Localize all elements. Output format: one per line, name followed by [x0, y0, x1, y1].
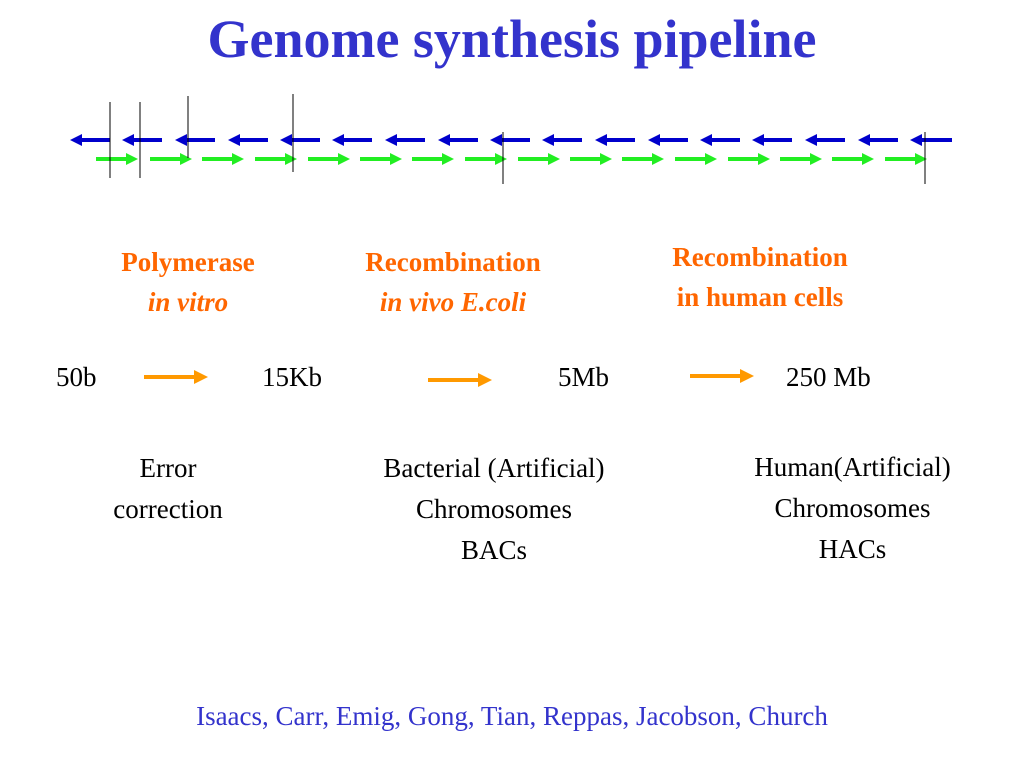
- description-line: Bacterial (Artificial): [383, 453, 605, 483]
- description-line: Chromosomes: [415, 494, 572, 524]
- size-5mb: 5Mb: [558, 362, 610, 392]
- description-line: BACs: [460, 535, 528, 565]
- size-250mb: 250 Mb: [786, 362, 871, 392]
- description-line: correction: [113, 494, 223, 524]
- stage-polymerase: Polymerase in vitro: [88, 242, 288, 322]
- forward-oligo-arrow: [780, 153, 822, 165]
- reverse-oligo-arrow: [385, 134, 425, 146]
- right-arrow-icon: [144, 370, 208, 384]
- description-bacs: Bacterial (Artificial) Chromosomes BACs: [334, 448, 654, 571]
- stage-sublabel: in human cells: [676, 282, 844, 312]
- stage-recombination-human: Recombination in human cells: [640, 237, 880, 317]
- reverse-oligo-arrow: [438, 134, 478, 146]
- description-line: Chromosomes: [774, 493, 931, 523]
- right-arrow-icon: [428, 373, 492, 387]
- reverse-oligo-arrow: [805, 134, 845, 146]
- forward-oligo-arrow: [308, 153, 350, 165]
- reverse-oligo-arrow: [910, 134, 952, 146]
- reverse-oligo-arrow: [648, 134, 688, 146]
- forward-oligo-arrow: [412, 153, 454, 165]
- stage-sublabel: in vitro: [147, 287, 229, 317]
- description-line: Error: [139, 453, 197, 483]
- forward-oligo-arrow: [360, 153, 402, 165]
- reverse-oligo-arrow: [175, 134, 215, 146]
- stage-label: Recombination: [365, 247, 541, 277]
- reverse-oligo-arrow: [752, 134, 792, 146]
- reverse-oligo-arrow: [858, 134, 898, 146]
- reverse-oligo-arrow: [595, 134, 635, 146]
- reverse-oligo-arrow: [700, 134, 740, 146]
- forward-oligo-arrow: [622, 153, 664, 165]
- description-line: Human(Artificial): [754, 452, 951, 482]
- size-50b: 50b: [56, 362, 97, 392]
- reverse-oligo-arrow: [228, 134, 268, 146]
- stage-recombination-ecoli: Recombination in vivo E.coli: [333, 242, 573, 322]
- junction-lines: [109, 94, 926, 184]
- forward-oligo-arrow: [465, 153, 507, 165]
- stage-sublabel: in vivo E.coli: [379, 287, 527, 317]
- right-arrow-icon: [690, 369, 754, 383]
- reverse-oligo-arrow: [70, 134, 110, 146]
- reverse-oligo-arrow: [280, 134, 320, 146]
- forward-oligo-arrow: [570, 153, 612, 165]
- slide-title: Genome synthesis pipeline: [207, 9, 817, 69]
- forward-oligo-arrow: [150, 153, 192, 165]
- forward-oligo-arrow: [202, 153, 244, 165]
- author-credits: Isaacs, Carr, Emig, Gong, Tian, Reppas, …: [196, 701, 828, 731]
- reverse-oligo-arrow: [332, 134, 372, 146]
- description-error-correction: Error correction: [68, 448, 268, 530]
- forward-oligo-arrow: [885, 153, 927, 165]
- reverse-oligo-arrow: [490, 134, 530, 146]
- stage-label: Polymerase: [121, 247, 255, 277]
- stage-label: Recombination: [672, 242, 848, 272]
- forward-oligo-arrow: [728, 153, 770, 165]
- description-line: HACs: [818, 534, 887, 564]
- forward-oligo-arrow: [675, 153, 717, 165]
- forward-oligo-row: [96, 153, 927, 165]
- size-15kb: 15Kb: [262, 362, 322, 392]
- description-hacs: Human(Artificial) Chromosomes HACs: [700, 447, 1005, 570]
- forward-oligo-arrow: [96, 153, 138, 165]
- reverse-oligo-arrow: [122, 134, 162, 146]
- reverse-oligo-row: [70, 134, 952, 146]
- reverse-oligo-arrow: [542, 134, 582, 146]
- oligo-assembly-diagram: [70, 94, 952, 184]
- forward-oligo-arrow: [518, 153, 560, 165]
- forward-oligo-arrow: [832, 153, 874, 165]
- forward-oligo-arrow: [255, 153, 297, 165]
